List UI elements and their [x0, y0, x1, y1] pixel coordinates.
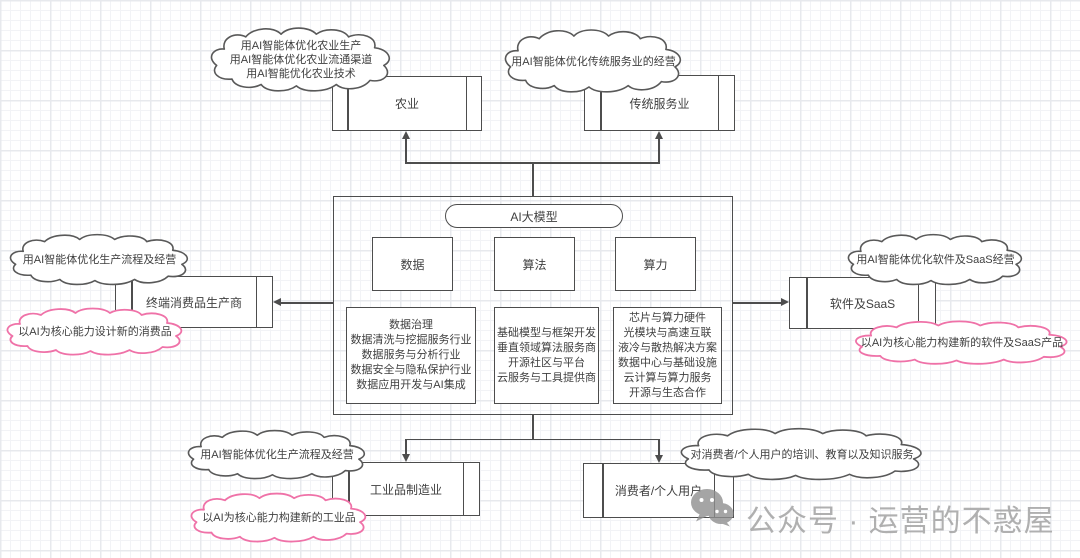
pillar-box-compute: 算力: [615, 237, 696, 291]
arrowhead-consumers-icon: [654, 454, 663, 463]
cloud-text-line: 以AI为核心能力构建新的软件及SaaS产品: [860, 337, 1064, 349]
watermark-text: 公众号 · 运营的不惑屋: [746, 505, 1055, 538]
detail-box-data: 数据治理 数据清洗与挖掘服务行业 数据服务与分析行业 数据安全与隐私保护行业 数…: [346, 307, 476, 404]
process-bar: [465, 77, 467, 130]
node-consumers-label: 消费者/个人用户: [614, 484, 703, 498]
detail-box-compute: 芯片与算力硬件 光模块与高速互联 液冷与散热解决方案 数据中心与基础设施 云计算…: [613, 307, 722, 404]
cloud-services-use-cases: 用AI智能体优化传统服务业的经营: [503, 28, 684, 95]
detail-line: 数据安全与隐私保护行业: [350, 364, 472, 376]
cloud-text-line: 以AI为核心能力设计新的消费品: [18, 326, 172, 338]
detail-line: 云服务与工具提供商: [497, 371, 596, 384]
wechat-icon: [690, 487, 734, 528]
arrowhead-software-saas-icon: [780, 298, 789, 306]
process-bar: [131, 277, 133, 327]
cloud-icon: [503, 28, 684, 95]
cloud-producer-use-cases: 用AI智能体优化生产流程及经营: [8, 233, 191, 287]
process-bar: [600, 76, 602, 130]
detail-box-algorithm: 基础模型与框架开发 垂直领域算法服务商 开源社区与平台 云服务与工具提供商: [494, 307, 599, 404]
detail-line: 数据中心与基础设施: [618, 356, 717, 369]
connector-to-consumers: [658, 439, 660, 456]
detail-line: 基础模型与框架开发: [497, 326, 596, 339]
connector-center-top-trunk: [532, 162, 534, 197]
connector-bottom-horizontal: [405, 438, 660, 440]
detail-line: 数据清洗与挖掘服务行业: [350, 334, 472, 346]
cloud-icon: [8, 233, 191, 287]
process-bar: [602, 464, 604, 517]
cloud-icon: [186, 429, 368, 481]
cloud-agriculture-use-cases: 用AI智能体优化农业生产 用AI智能体优化农业流通渠道 用AI智能优化农业技术: [209, 26, 393, 94]
connector-to-consumer-producer: [281, 302, 333, 304]
detail-line: 垂直领域算法服务商: [497, 341, 596, 354]
cloud-icon: [209, 26, 393, 94]
detail-line: 数据治理: [389, 319, 433, 331]
connector-to-services: [658, 138, 660, 164]
detail-line: 云计算与算力服务: [623, 371, 712, 384]
arrowhead-services-icon: [654, 131, 663, 139]
detail-line: 液冷与散热解决方案: [618, 341, 717, 354]
arrowhead-agriculture-icon: [401, 131, 410, 139]
cloud-icon: [678, 427, 926, 482]
node-industrial-manufacturing-label: 工业品制造业: [369, 482, 442, 497]
node-agriculture-label: 农业: [394, 97, 419, 111]
detail-line: 芯片与算力硬件: [629, 311, 706, 324]
connector-to-software-saas: [733, 302, 781, 304]
detail-line: 数据应用开发与AI集成: [356, 379, 466, 391]
ai-model-pill: AI大模型: [445, 204, 623, 228]
connector-top-horizontal: [405, 162, 660, 164]
pillar-box-data: 数据: [372, 237, 453, 291]
cloud-text-line: 用AI智能体优化传统服务业的经营: [511, 55, 676, 68]
cloud-saas-use-cases: 用AI智能体优化软件及SaaS经营: [846, 233, 1025, 287]
process-bar: [348, 463, 350, 515]
node-traditional-services-label: 传统服务业: [629, 96, 690, 111]
cloud-text-line: 用AI智能体优化农业生产: [240, 40, 362, 52]
detail-line: 开源与生态合作: [629, 386, 706, 399]
process-bar: [806, 278, 808, 328]
cloud-industrial-use-cases: 用AI智能体优化生产流程及经营: [186, 429, 368, 481]
ai-model-title: AI大模型: [510, 209, 558, 224]
pillar-label-data: 数据: [400, 257, 425, 272]
node-consumer-goods-producer: 终端消费品生产商: [115, 276, 273, 328]
detail-line: 开源社区与平台: [508, 356, 585, 369]
cloud-icon: [846, 233, 1025, 287]
node-software-saas-label: 软件及SaaS: [829, 296, 896, 311]
pillar-label-compute: 算力: [643, 257, 668, 272]
cloud-text-line: 以AI为核心能力构建新的工业品: [202, 512, 356, 524]
cloud-consumer-services: 对消费者/个人用户的培训、教育以及知识服务: [678, 427, 926, 482]
pillar-box-algorithm: 算法: [494, 237, 575, 291]
process-bar: [255, 277, 257, 327]
process-bar: [347, 77, 349, 130]
cloud-new-saas-products: 以AI为核心能力构建新的软件及SaaS产品: [853, 320, 1071, 366]
arrowhead-industrial-icon: [401, 453, 410, 462]
cloud-new-industrial-products: 以AI为核心能力构建新的工业品: [189, 492, 369, 544]
cloud-text-line: 用AI智能体优化生产流程及经营: [200, 449, 354, 461]
ai-model-container: [333, 196, 733, 415]
process-bar: [717, 76, 719, 130]
cloud-text-line: 用AI智能体优化农业流通渠道: [229, 54, 373, 66]
connector-to-agriculture: [405, 138, 407, 164]
cloud-text-line: 对消费者/个人用户的培训、教育以及知识服务: [690, 448, 914, 461]
connector-to-industrial: [405, 439, 407, 455]
arrowhead-consumer-producer-icon: [273, 298, 281, 306]
detail-line: 数据服务与分析行业: [361, 349, 461, 361]
process-bar: [462, 463, 464, 515]
cloud-new-consumer-products: 以AI为核心能力设计新的消费品: [5, 307, 185, 357]
process-bar: [917, 278, 919, 328]
node-software-saas: 软件及SaaS: [789, 277, 936, 329]
detail-line: 光模块与高速互联: [623, 326, 712, 339]
pillar-label-algorithm: 算法: [522, 257, 547, 272]
cloud-text-line: 用AI智能优化农业技术: [246, 68, 356, 80]
cloud-text-line: 用AI智能体优化生产流程及经营: [22, 254, 177, 266]
cloud-text-line: 用AI智能体优化软件及SaaS经营: [856, 254, 1015, 266]
connector-center-bottom-trunk: [532, 415, 534, 440]
cloud-icon: [5, 307, 185, 357]
cloud-icon: [853, 320, 1071, 366]
cloud-icon: [189, 492, 369, 544]
node-consumer-goods-producer-label: 终端消费品生产商: [145, 295, 242, 310]
node-industrial-manufacturing: 工业品制造业: [332, 462, 480, 516]
